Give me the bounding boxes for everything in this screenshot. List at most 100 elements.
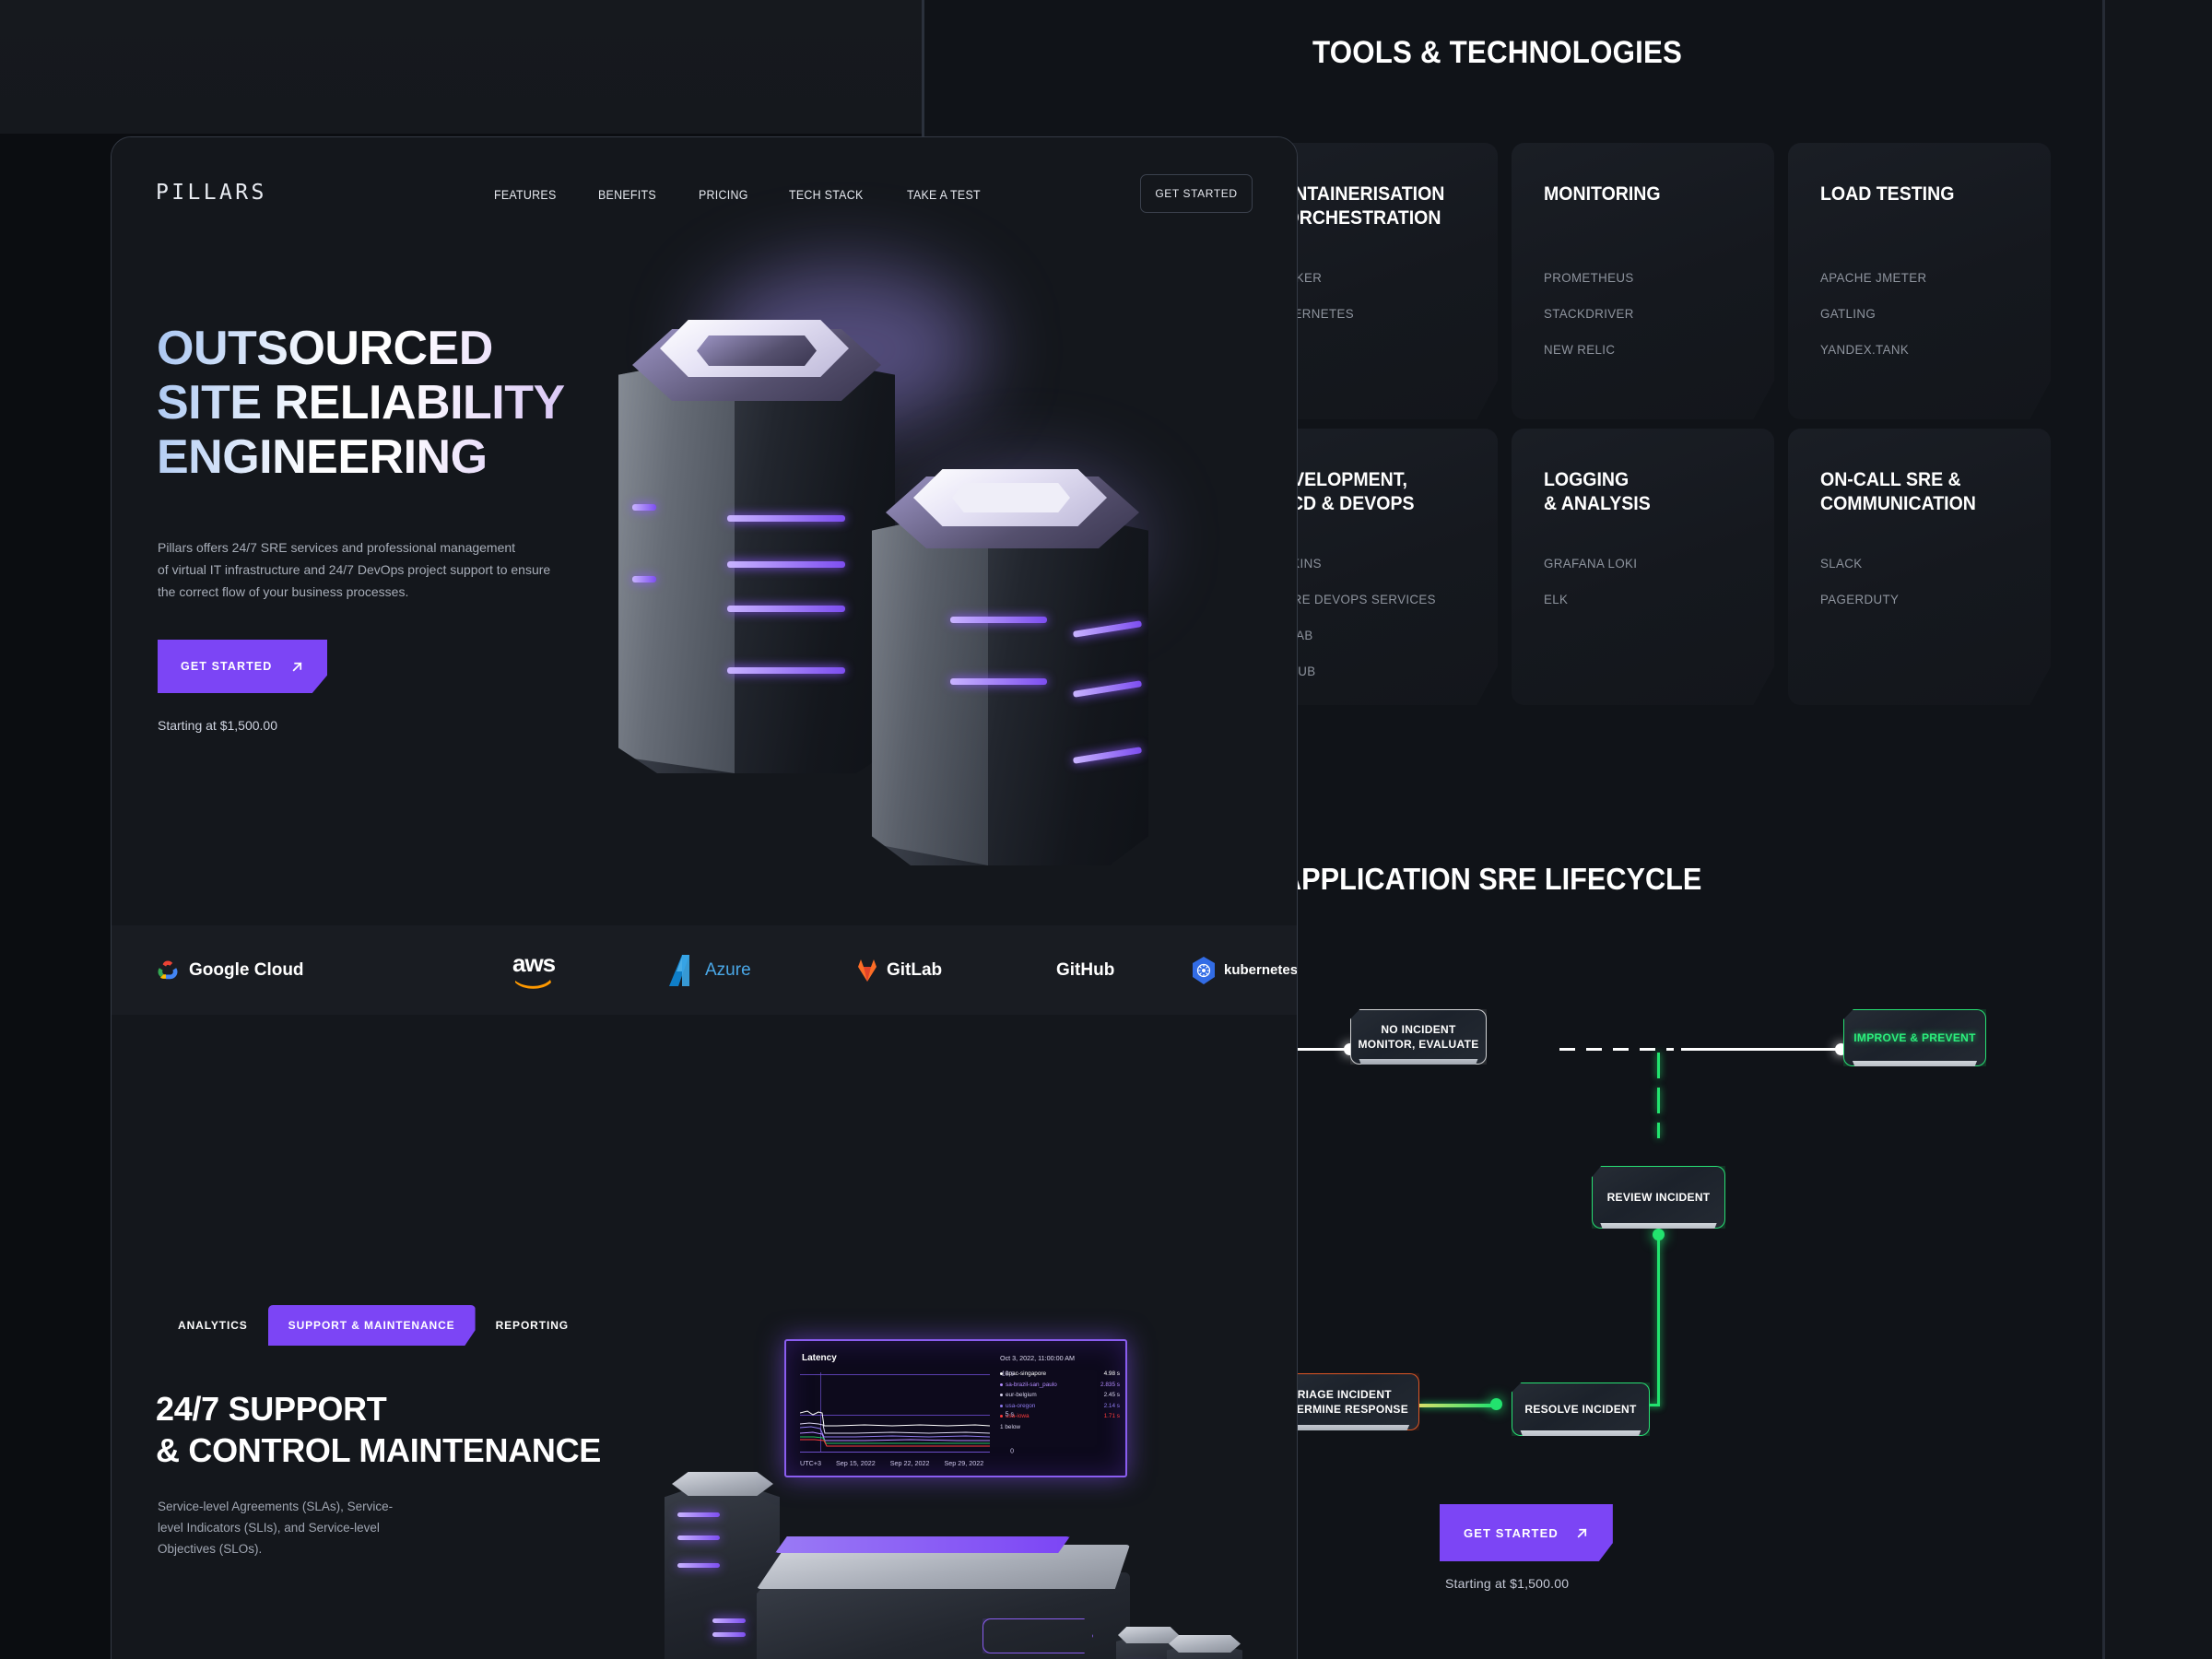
latency-legend-row: eur-belgium 2.45 s: [1000, 1392, 1120, 1398]
divider-vertical-top: [922, 0, 924, 143]
support-tabs: ANALYTICS SUPPORT & MAINTENANCE REPORTIN…: [158, 1305, 589, 1346]
tool-list-item: STACKDRIVER: [1544, 306, 1634, 321]
latency-chart-title: Latency: [802, 1353, 837, 1363]
lifecycle-node-dot-green: [1653, 1229, 1665, 1241]
lifecycle-wire-dash: [1666, 1048, 1674, 1051]
hero-tower-back: [618, 349, 895, 773]
kubernetes-icon: [1193, 956, 1215, 984]
lifecycle-cta-label: GET STARTED: [1464, 1525, 1559, 1540]
legend-series-name: eur-belgium: [1006, 1392, 1037, 1399]
latency-x-axis: UTC+3 Sep 15, 2022 Sep 22, 2022 Sep 29, …: [800, 1459, 1012, 1467]
tool-card-title: MONITORING: [1544, 183, 1661, 205]
primary-navigation: FEATURES BENEFITS PRICING TECH STACK TAK…: [494, 188, 987, 202]
partner-logo-label: GitLab: [887, 959, 943, 980]
tool-card-load-testing[interactable]: LOAD TESTING APACHE JMETER GATLING YANDE…: [1788, 143, 2051, 419]
tool-list-item: AZURE DEVOPS SERVICES: [1267, 592, 1436, 606]
tool-card-list: APACHE JMETER GATLING YANDEX.TANK: [1820, 270, 1933, 378]
latency-legend-row: usa-oregon 2.14 s: [1000, 1403, 1120, 1409]
latency-plot-area: 10 s 5 s 0: [800, 1371, 1014, 1455]
lifecycle-node-line: TRIAGE INCIDENT: [1290, 1387, 1392, 1401]
tool-list-item: PROMETHEUS: [1544, 270, 1634, 285]
latency-chart-panel: Latency Oct 3, 2022, 11:00:00 AM apac-si…: [784, 1339, 1127, 1477]
legend-series-value: 2.835 s: [1100, 1381, 1120, 1388]
lifecycle-node-base: [1272, 1425, 1410, 1430]
arrow-up-right-icon: [292, 662, 302, 671]
lifecycle-wire-dash: [1640, 1048, 1655, 1051]
tool-card-list: GRAFANA LOKI ELK: [1544, 556, 1642, 628]
tool-card-logging-analysis[interactable]: LOGGING & ANALYSIS GRAFANA LOKI ELK: [1512, 429, 1774, 705]
tool-card-title: ON-CALL SRE & COMMUNICATION: [1820, 469, 1976, 514]
hero-tower-front: [872, 501, 1148, 865]
arrow-up-right-icon: [1577, 1528, 1587, 1537]
tool-card-title: CONTAINERISATION & ORCHESTRATION: [1267, 183, 1445, 229]
legend-series-value: 2.45 s: [1103, 1392, 1120, 1399]
tool-card-monitoring[interactable]: MONITORING PROMETHEUS STACKDRIVER NEW RE…: [1512, 143, 1774, 419]
backdrop-top-left-panel: [0, 0, 924, 134]
latency-timestamp: Oct 3, 2022, 11:00:00 AM: [1000, 1354, 1075, 1362]
tool-card-list: SLACK PAGERDUTY: [1820, 556, 1903, 628]
azure-icon: [669, 954, 689, 986]
tab-support-maintenance[interactable]: SUPPORT & MAINTENANCE: [267, 1305, 476, 1346]
tools-section-title: TOOLS & TECHNOLOGIES: [1312, 35, 1683, 70]
latency-legend: apac-singapore 4.98 s sa-brazil-san_paul…: [1000, 1371, 1120, 1430]
lifecycle-wire-dash: [1613, 1048, 1629, 1051]
hero-paragraph: Pillars offers 24/7 SRE services and pro…: [158, 540, 551, 600]
lifecycle-get-started-button[interactable]: GET STARTED: [1440, 1504, 1613, 1561]
hero-3d-illustration: [609, 266, 1264, 921]
hero-cta-label: GET STARTED: [181, 660, 273, 673]
lifecycle-wire-green-dash: [1657, 1088, 1660, 1113]
hero-get-started-button[interactable]: GET STARTED: [158, 640, 328, 693]
google-cloud-icon: [158, 960, 178, 979]
tool-list-item: SLACK: [1820, 556, 1863, 571]
legend-series-name: apac-singapore: [1006, 1371, 1047, 1377]
nav-get-started-button[interactable]: GET STARTED: [1140, 174, 1253, 213]
support-heading: 24/7 SUPPORT & CONTROL MAINTENANCE: [156, 1390, 602, 1469]
hero-section: PILLARS FEATURES BENEFITS PRICING TECH S…: [112, 137, 1297, 925]
lifecycle-node-review[interactable]: REVIEW INCIDENT: [1592, 1166, 1725, 1229]
nav-link-tech-stack[interactable]: TECH STACK: [789, 188, 864, 202]
brand-logo[interactable]: PILLARS: [156, 181, 267, 205]
tab-analytics[interactable]: ANALYTICS: [158, 1305, 268, 1346]
legend-series-value: 1.71 s: [1103, 1413, 1120, 1420]
lifecycle-node-improve[interactable]: IMPROVE & PREVENT: [1843, 1009, 1986, 1066]
lifecycle-node-monitor[interactable]: NO INCIDENT MONITOR, EVALUATE: [1350, 1009, 1487, 1065]
gitlab-icon: [858, 959, 877, 982]
divider-vertical-right: [2102, 0, 2105, 1659]
legend-series-value: 2.14 s: [1103, 1402, 1120, 1409]
partner-logo-gitlab: GitLab: [856, 959, 942, 982]
partner-logo-azure: Azure: [669, 954, 751, 986]
latency-legend-row: usa-iowa 1.71 s: [1000, 1413, 1120, 1419]
tool-list-item: APACHE JMETER: [1820, 270, 1927, 285]
tool-list-item: YANDEX.TANK: [1820, 342, 1910, 357]
nav-link-benefits[interactable]: BENEFITS: [598, 188, 657, 202]
lifecycle-node-base: [1359, 1059, 1478, 1065]
partner-logo-github: GitHub: [1056, 960, 1114, 981]
lifecycle-wire-green-dash: [1657, 1123, 1660, 1138]
nav-link-take-a-test[interactable]: TAKE A TEST: [906, 188, 981, 202]
partner-logo-aws: aws: [512, 948, 556, 990]
latency-panel-frame: Latency Oct 3, 2022, 11:00:00 AM apac-si…: [784, 1339, 1127, 1477]
hero-headline: OUTSOURCED SITE RELIABILITY ENGINEERING: [157, 322, 565, 484]
latency-legend-footer: 1 below: [1000, 1423, 1021, 1430]
tool-card-oncall-sre[interactable]: ON-CALL SRE & COMMUNICATION SLACK PAGERD…: [1788, 429, 2051, 705]
tool-card-title: LOAD TESTING: [1820, 183, 1955, 205]
latency-x-label: Sep 22, 2022: [889, 1459, 930, 1467]
tab-reporting[interactable]: REPORTING: [476, 1305, 589, 1346]
partner-logo-label: aws: [512, 948, 556, 977]
nav-link-pricing[interactable]: PRICING: [698, 188, 748, 202]
lifecycle-node-resolve[interactable]: RESOLVE INCIDENT: [1512, 1382, 1650, 1436]
lifecycle-node-line: DETERMINE RESPONSE: [1273, 1403, 1409, 1416]
tool-card-list: PROMETHEUS STACKDRIVER NEW RELIC: [1544, 270, 1639, 378]
nav-link-features[interactable]: FEATURES: [494, 188, 557, 202]
main-app-card: PILLARS FEATURES BENEFITS PRICING TECH S…: [111, 136, 1298, 1659]
lifecycle-node-base: [1852, 1061, 1978, 1066]
lifecycle-wire-triage-resolve: [1419, 1404, 1495, 1407]
latency-y-label: 5 s: [1005, 1411, 1014, 1418]
lifecycle-node-line: IMPROVE & PREVENT: [1853, 1030, 1976, 1044]
tool-list-item: GATLING: [1820, 306, 1877, 321]
latency-y-label: 10 s: [1001, 1371, 1014, 1378]
latency-x-label: UTC+3: [800, 1459, 821, 1467]
legend-series-value: 4.98 s: [1103, 1371, 1120, 1377]
lifecycle-wire-dash: [1559, 1048, 1575, 1051]
lifecycle-node-line: MONITOR, EVALUATE: [1358, 1038, 1479, 1051]
